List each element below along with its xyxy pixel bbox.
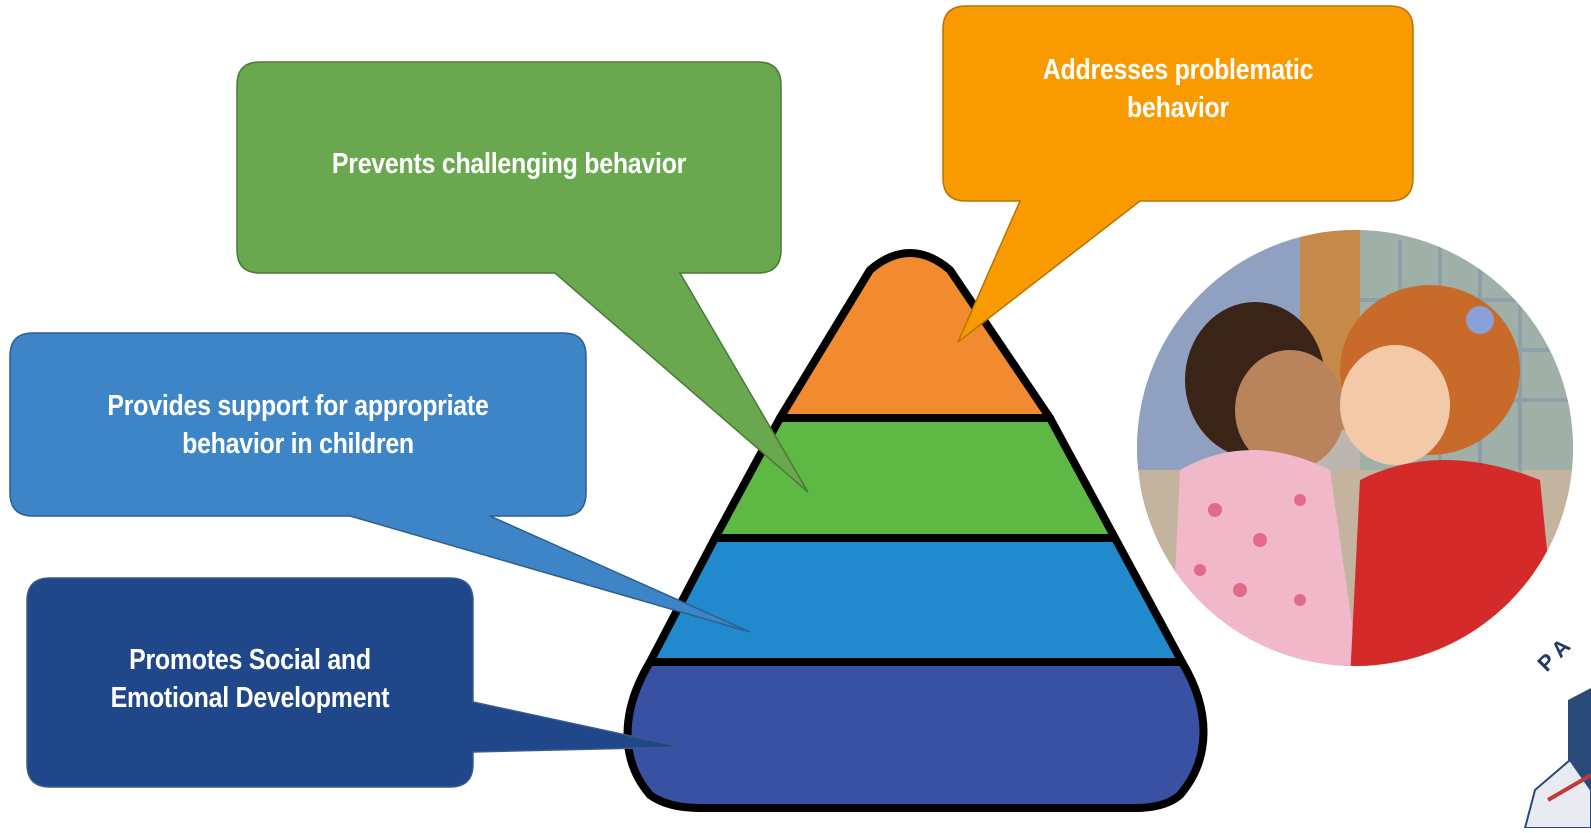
pyramid <box>623 249 1208 812</box>
callout-middle-bubble <box>9 332 751 633</box>
callout-bottom-bubble <box>26 577 683 788</box>
logo-fragment: P A <box>1523 633 1591 829</box>
svg-text:P A: P A <box>1532 633 1575 676</box>
pyramid-tier-top <box>776 249 1054 422</box>
pyramid-tier-middle <box>646 534 1186 666</box>
callout-middle-text: Provides support for appropriate behavio… <box>107 390 489 460</box>
callout-top-bubble <box>942 5 1414 343</box>
callout-upper-text: Prevents challenging behavior <box>331 148 687 181</box>
pyramid-tier-bottom <box>623 658 1208 812</box>
callout-top-text: Addresses problematic behavior <box>1042 54 1314 124</box>
callout-upper-bubble <box>236 61 809 493</box>
callout-bottom-text: Promotes Social and Emotional Developmen… <box>110 644 390 714</box>
children-photo <box>1137 230 1573 666</box>
